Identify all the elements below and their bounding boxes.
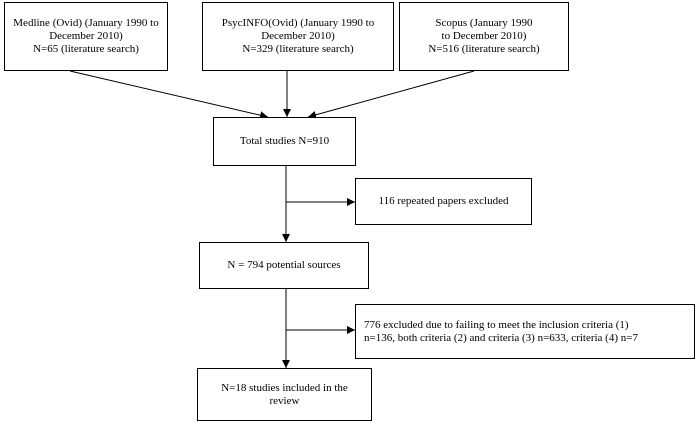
included-studies-text: N=18 studies included in the review	[221, 381, 348, 407]
criteria-excluded-text: 776 excluded due to failing to meet the …	[364, 318, 638, 344]
included-studies-box: N=18 studies included in the review	[197, 368, 372, 421]
source-box-psycinfo: PsycINFO(Ovid) (January 1990 to December…	[202, 2, 394, 71]
total-studies-text: Total studies N=910	[239, 135, 330, 147]
source-psycinfo-text: PsycINFO(Ovid) (January 1990 to December…	[221, 17, 375, 55]
source-box-medline: Medline (Ovid) (January 1990 to December…	[4, 2, 168, 71]
repeated-excluded-text: 116 repeated papers excluded	[378, 195, 509, 207]
potential-sources-text: N = 794 potential sources	[227, 259, 341, 271]
source-box-scopus: Scopus (January 1990 to December 2010) N…	[399, 2, 569, 71]
total-studies-box: Total studies N=910	[213, 117, 356, 166]
source-medline-text: Medline (Ovid) (January 1990 to December…	[13, 17, 159, 55]
potential-sources-box: N = 794 potential sources	[199, 242, 369, 289]
repeated-excluded-box: 116 repeated papers excluded	[355, 178, 532, 225]
arrow-medline-to-total	[69, 70, 269, 120]
source-scopus-text: Scopus (January 1990 to December 2010) N…	[428, 17, 540, 55]
criteria-excluded-box: 776 excluded due to failing to meet the …	[355, 304, 695, 359]
arrow-scopus-to-total	[307, 70, 475, 119]
